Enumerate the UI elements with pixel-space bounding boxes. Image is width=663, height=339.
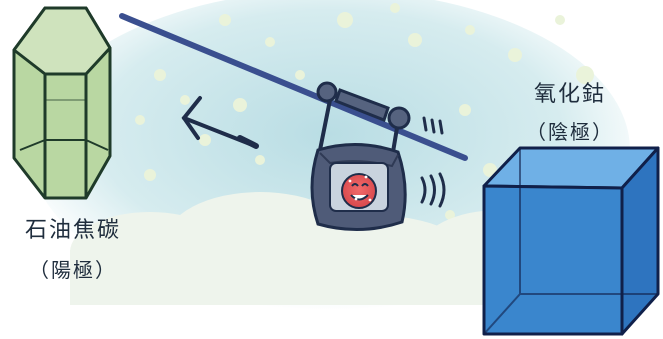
green-hexagonal-prism-icon: [14, 8, 110, 198]
cathode-material-label: 氧化鈷: [510, 76, 630, 108]
anode-material-label: 石油焦碳: [8, 212, 138, 244]
cathode-role-label: （陰極）: [510, 116, 630, 145]
smiling-face-icon: [342, 174, 376, 208]
anode-role-label: （陽極）: [8, 254, 138, 283]
blue-cube-icon: [484, 148, 658, 334]
